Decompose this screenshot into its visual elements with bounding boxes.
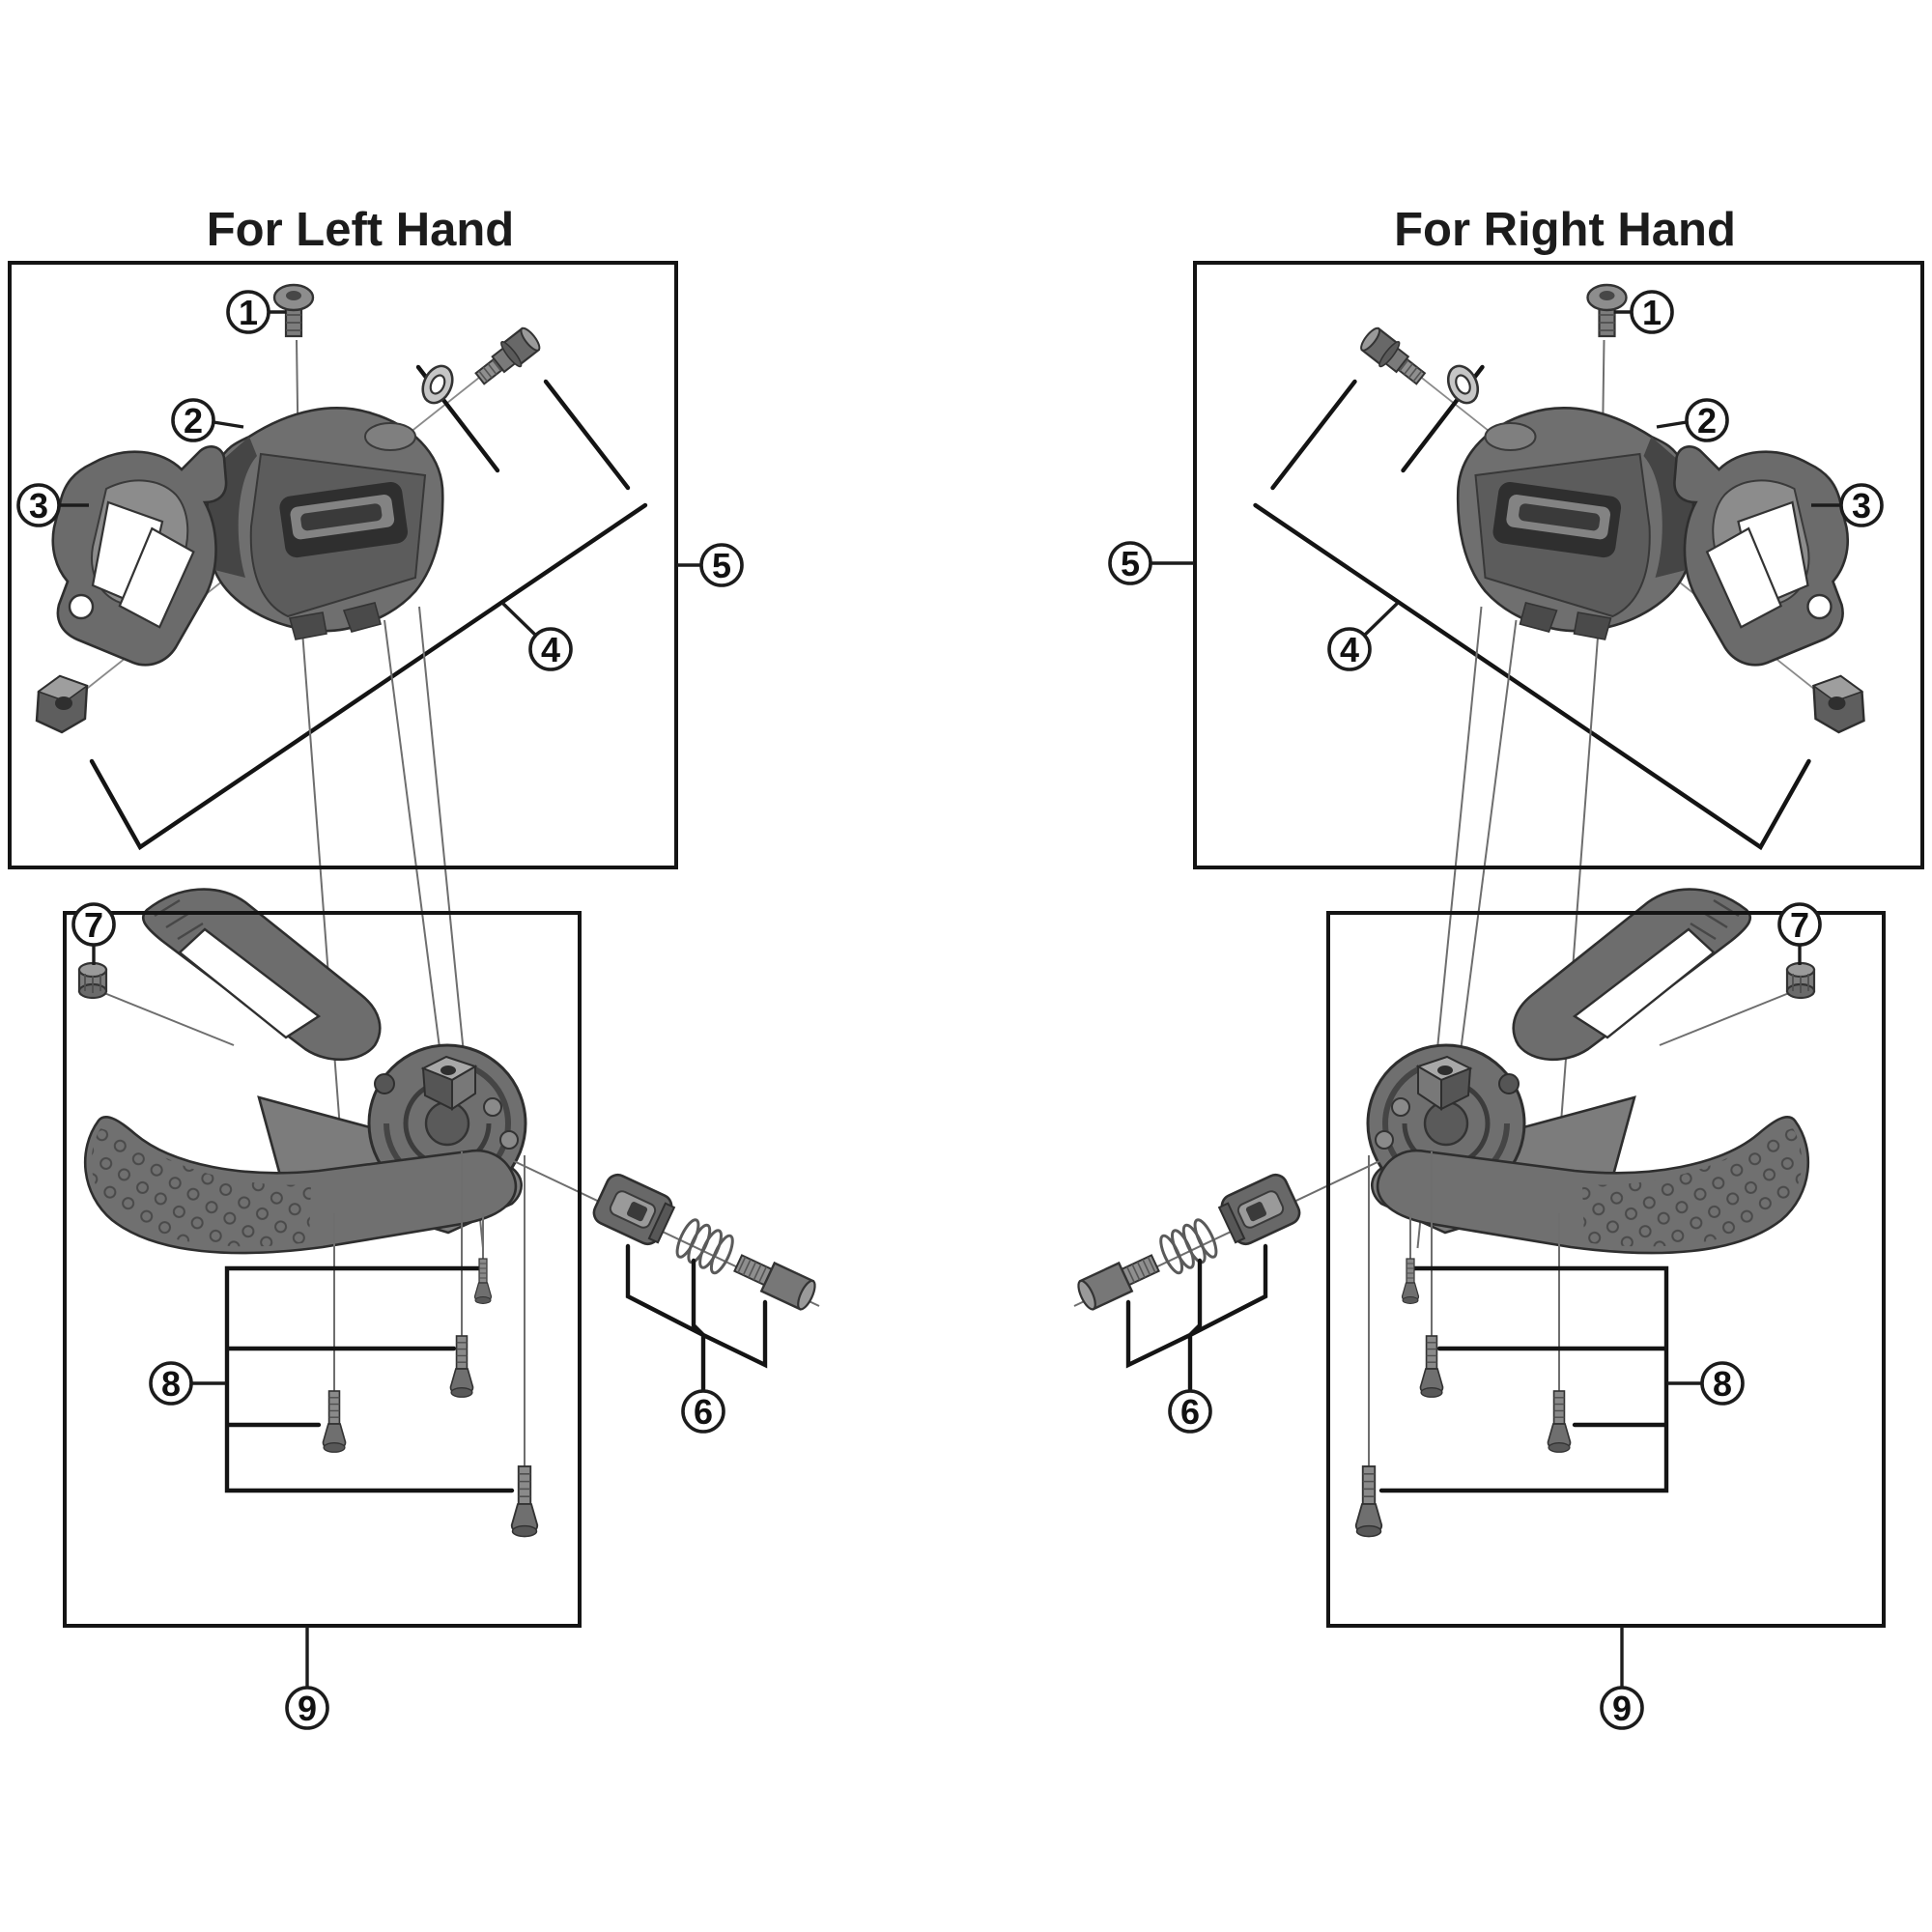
callout-circle — [1685, 398, 1729, 442]
clamp-band — [51, 445, 228, 667]
callout-2-right: 2 — [1656, 398, 1729, 442]
callout-circle — [1600, 1686, 1644, 1730]
callout-3-right: 3 — [1811, 483, 1884, 527]
callout-leader-line — [1361, 601, 1400, 639]
left-title: For Left Hand — [207, 204, 514, 256]
callout-number: 8 — [1713, 1364, 1732, 1404]
adjuster-barrel — [733, 1254, 816, 1311]
right-title: For Right Hand — [1394, 204, 1736, 256]
callout-number: 9 — [298, 1689, 317, 1728]
callout-5-right: 5 — [1108, 541, 1194, 585]
callout-number: 1 — [239, 293, 258, 332]
callout-1-right: 1 — [1614, 290, 1674, 334]
unit-boxes — [8, 261, 1924, 1628]
callout-circle — [226, 290, 270, 334]
callout-number: 7 — [84, 905, 103, 945]
callout-circle — [1168, 1389, 1212, 1434]
callout-number: 7 — [1790, 905, 1809, 945]
callout-1-left: 1 — [226, 290, 286, 334]
callout-number: 1 — [1642, 293, 1662, 332]
callout-2-left: 2 — [171, 398, 244, 442]
callout-6-right: 6 — [1168, 1389, 1212, 1434]
callout-number: 5 — [712, 546, 731, 585]
callout-number: 6 — [1180, 1392, 1200, 1432]
callout-circle — [285, 1686, 329, 1730]
callout-circle — [699, 543, 744, 587]
callout-8-right: 8 — [1667, 1361, 1745, 1406]
callout-3-left: 3 — [16, 483, 89, 527]
bracket-line-6 — [625, 1243, 768, 1392]
callout-7-right: 7 — [1777, 902, 1822, 965]
callout-number: 8 — [161, 1364, 181, 1404]
callout-9-right: 9 — [1600, 1627, 1644, 1730]
bracket-line-8 — [224, 1265, 515, 1493]
adjuster-spring — [675, 1218, 734, 1275]
callout-number: 2 — [1697, 401, 1717, 440]
square-nut — [35, 674, 89, 734]
cable-adjuster-group — [592, 1173, 816, 1392]
bracket-line-4 — [89, 502, 648, 851]
callout-6-left: 6 — [681, 1389, 725, 1434]
callout-8-left: 8 — [149, 1361, 226, 1406]
indicator-cover — [205, 407, 444, 640]
callout-number: 4 — [1340, 630, 1359, 669]
callout-circle — [1327, 627, 1372, 671]
callout-circle — [71, 902, 116, 947]
bracket-line-bolt — [543, 379, 631, 491]
callout-7-left: 7 — [71, 902, 116, 965]
lever-cap — [77, 961, 235, 1046]
upper-assembly-right — [1256, 285, 1864, 1248]
callout-number: 6 — [694, 1392, 713, 1432]
callout-number: 5 — [1121, 544, 1140, 583]
callout-leader-line — [500, 601, 539, 639]
callouts: 1 2 3 4 5 6 7 8 9 1 2 3 4 5 6 7 8 9 — [16, 290, 1884, 1730]
callout-number: 4 — [541, 630, 560, 669]
callout-circle — [149, 1361, 193, 1406]
shifter-unit-left — [77, 888, 820, 1538]
cable-fixing-unit — [592, 1173, 676, 1246]
release-lever — [141, 888, 382, 1062]
callout-number: 3 — [29, 486, 48, 526]
callout-number: 9 — [1612, 1689, 1632, 1728]
callout-leader-line — [1656, 420, 1688, 429]
callout-5-left: 5 — [677, 543, 744, 587]
cover-fixing-screw — [272, 283, 315, 338]
callout-circle — [16, 483, 61, 527]
callout-circle — [1777, 902, 1822, 947]
callout-circle — [1839, 483, 1884, 527]
callout-9-left: 9 — [285, 1627, 329, 1730]
callout-number: 3 — [1852, 486, 1871, 526]
bracket-bolt — [474, 327, 541, 385]
callout-circle — [171, 398, 215, 442]
callout-number: 2 — [184, 401, 203, 440]
callout-circle — [1630, 290, 1674, 334]
callout-4-left: 4 — [500, 601, 573, 671]
drop-line — [300, 617, 342, 1143]
callout-4-right: 4 — [1327, 601, 1400, 671]
upper-assembly-left — [35, 283, 648, 1249]
screw-set-group — [224, 1151, 539, 1538]
left-lower-unit-box — [63, 911, 582, 1628]
left-upper-unit-box — [8, 261, 678, 869]
washer — [421, 364, 454, 405]
callout-circle — [1108, 541, 1152, 585]
right-lower-unit-box — [1326, 911, 1886, 1628]
thumb-lever — [83, 1115, 518, 1255]
callout-circle — [1700, 1361, 1745, 1406]
callout-circle — [681, 1389, 725, 1434]
callout-circle — [528, 627, 573, 671]
callout-leader-line — [213, 420, 244, 429]
right-upper-unit-box — [1193, 261, 1924, 869]
drop-line — [384, 619, 443, 1071]
